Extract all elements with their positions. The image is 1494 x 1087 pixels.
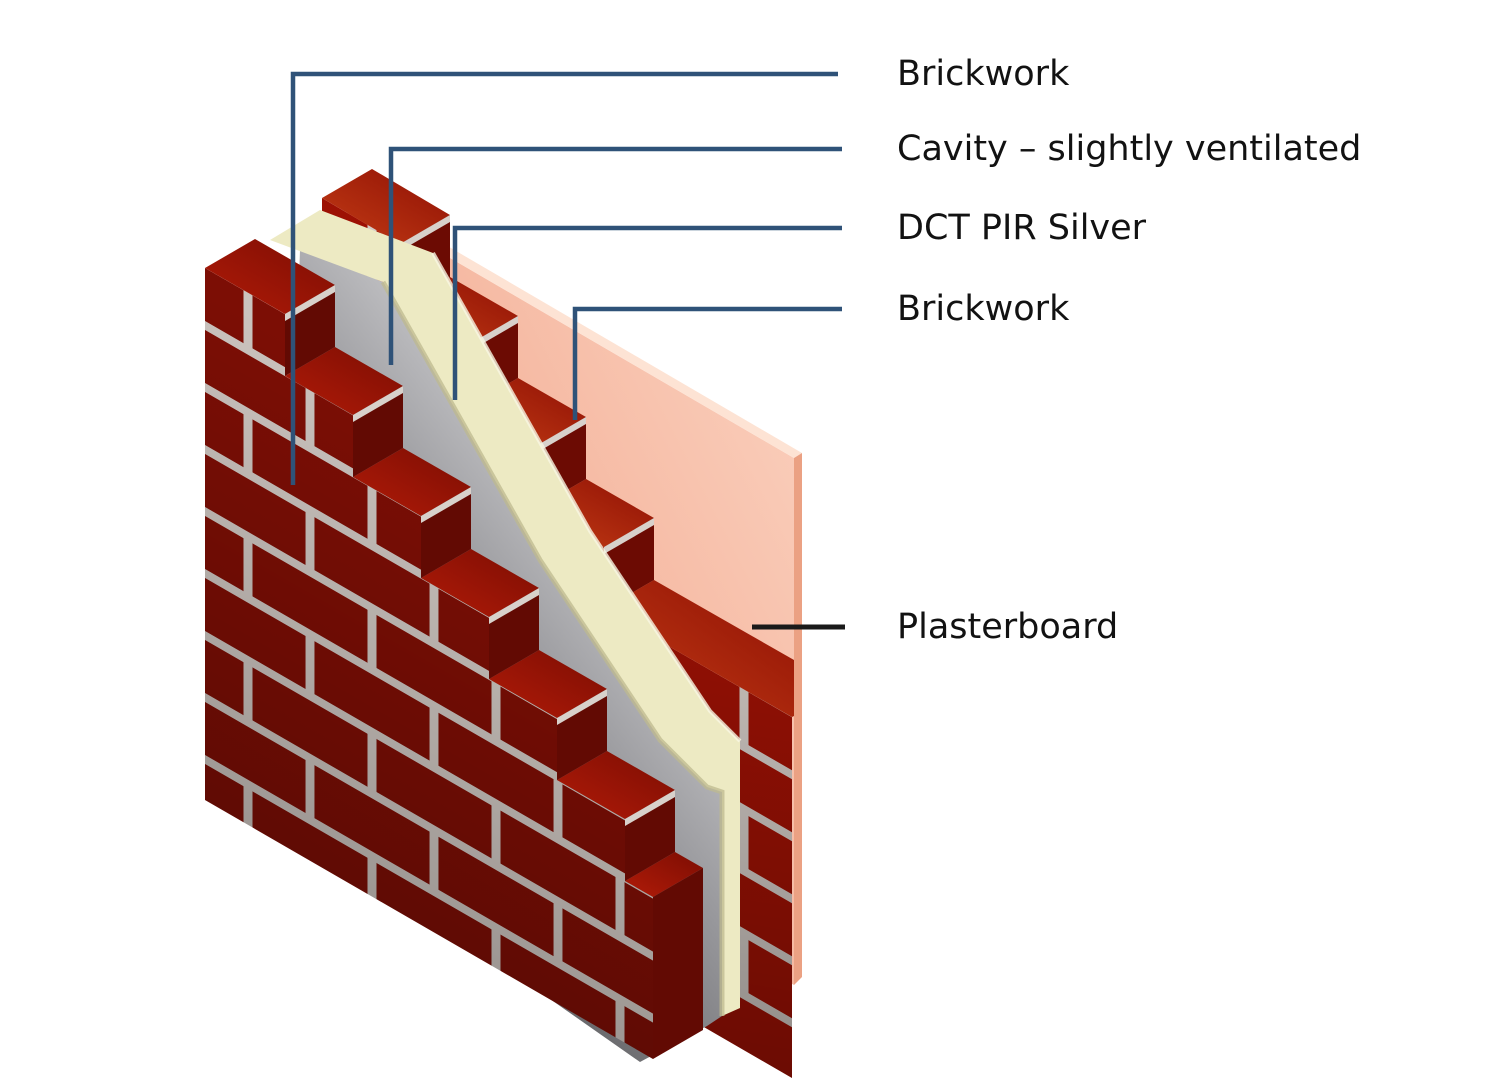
inner-brick-top-face	[322, 169, 450, 244]
outer-brick-front-shading	[205, 268, 653, 1059]
label-plasterboard: Plasterboard	[897, 607, 1118, 647]
outer-mortar-cap	[285, 285, 335, 321]
outer-mortar-cap	[489, 588, 539, 624]
inner-brick-top-face	[604, 580, 794, 717]
outer-brick-top-face	[421, 549, 539, 617]
outer-wall-end-face	[653, 868, 703, 1059]
outer-mortar-cap	[557, 689, 607, 725]
insulation-lower-edge-shadow	[380, 280, 725, 1016]
labels: Brickwork Cavity – slightly ventilated D…	[897, 54, 1361, 647]
inner-mortar-cap	[400, 215, 450, 251]
leader-line-insulation	[452, 225, 842, 400]
label-brickwork-outer: Brickwork	[897, 54, 1070, 94]
outer-mortar-cap	[421, 487, 471, 523]
inner-mortar-cap	[604, 518, 654, 554]
outer-brickwork-layer	[205, 239, 703, 1059]
outer-brick-top-face	[489, 650, 607, 718]
label-cavity: Cavity – slightly ventilated	[897, 129, 1361, 169]
outer-mortar-cap	[625, 790, 675, 826]
leader-line-brickwork-inner	[572, 306, 842, 420]
outer-brick-top-face	[557, 751, 675, 819]
outer-brick-top-face	[353, 448, 471, 516]
leader-line-brickwork-outer	[290, 71, 838, 485]
inner-mortar-cap	[536, 417, 586, 453]
outer-brick-top-face	[205, 239, 335, 314]
outer-brick-top-face	[285, 347, 403, 415]
outer-mortar-cap	[353, 386, 403, 422]
label-insulation: DCT PIR Silver	[897, 208, 1147, 248]
label-brickwork-inner: Brickwork	[897, 289, 1070, 329]
leader-lines	[290, 71, 845, 630]
insulation-upper-edge-highlight	[431, 252, 742, 743]
leader-line-cavity	[388, 146, 842, 365]
plasterboard-end-edge	[794, 453, 802, 985]
outer-brick-top-face	[625, 852, 703, 897]
